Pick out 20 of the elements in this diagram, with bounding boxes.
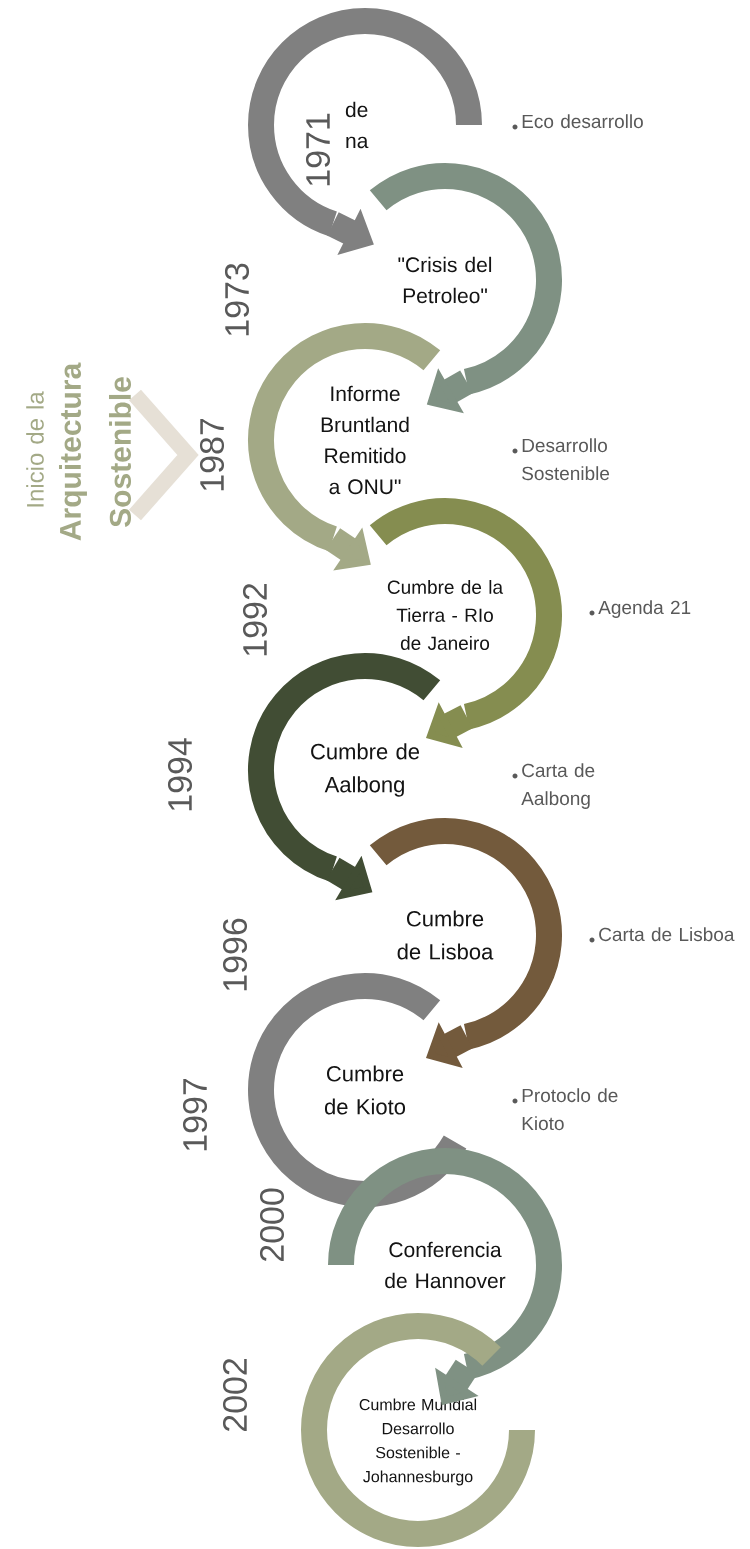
year-label: 1987 [198, 416, 226, 494]
heading-text: Inicio de la [26, 391, 44, 507]
year-label: 1994 [166, 736, 194, 814]
bullet-item: Carta de Lisboa [589, 927, 735, 943]
year-label: 1996 [221, 916, 249, 994]
year-label: 2002 [221, 1356, 249, 1434]
ring-node: Cumbre Mundial Desarrollo Sostenible - Johannesburgo [301, 1313, 535, 1547]
year-label: 1971 [304, 111, 332, 189]
year-label: 1997 [181, 1076, 209, 1154]
bullet-item: Desarrollo Sostenible [512, 438, 610, 481]
ring-node: Cumbre de Lisboa [370, 818, 562, 1050]
ring-node: Informe Bruntland Remitido a ONU" [248, 323, 440, 552]
heading-text: Arquitectura Sostenible [59, 362, 131, 541]
bullet-item: Eco desarrollo [512, 114, 643, 130]
ring-node: Cumbre de la Tierra - RIo de Janeiro [370, 498, 562, 730]
bullet-item: Agenda 21 [589, 600, 691, 618]
bullet-item: Carta de Aalbong [512, 763, 595, 809]
year-label: 1973 [223, 261, 251, 339]
bullet-item: Protoclo de Kioto [512, 1088, 618, 1131]
ring-node: Conferencia de Hannover [328, 1148, 562, 1380]
